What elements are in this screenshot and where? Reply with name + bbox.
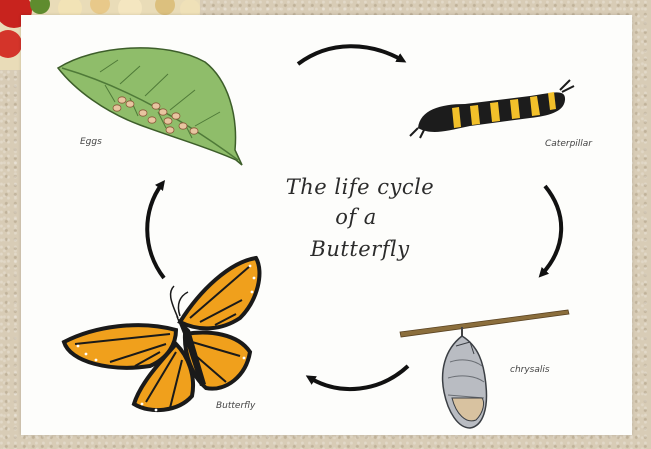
caterpillar-icon [410, 80, 574, 138]
title-line-2: of a [335, 205, 377, 229]
stage-label-caterpillar: Caterpillar [545, 139, 593, 149]
stage-label-chrysalis: chrysalis [510, 365, 550, 375]
arrow-eggs-to-caterpillar [298, 46, 402, 64]
arrow-chrysalis-to-butterfly [310, 366, 408, 389]
butterfly-icon [64, 258, 259, 411]
stage-label-butterfly: Butterfly [216, 401, 256, 411]
title-line-1: The life cycle [286, 175, 434, 199]
stage-label-eggs: Eggs [80, 137, 102, 147]
arrow-butterfly-to-eggs [147, 184, 164, 278]
leaf-with-eggs-icon [58, 48, 242, 165]
arrow-caterpillar-to-chrysalis [542, 186, 561, 274]
title-line-3: Butterfly [309, 237, 410, 261]
